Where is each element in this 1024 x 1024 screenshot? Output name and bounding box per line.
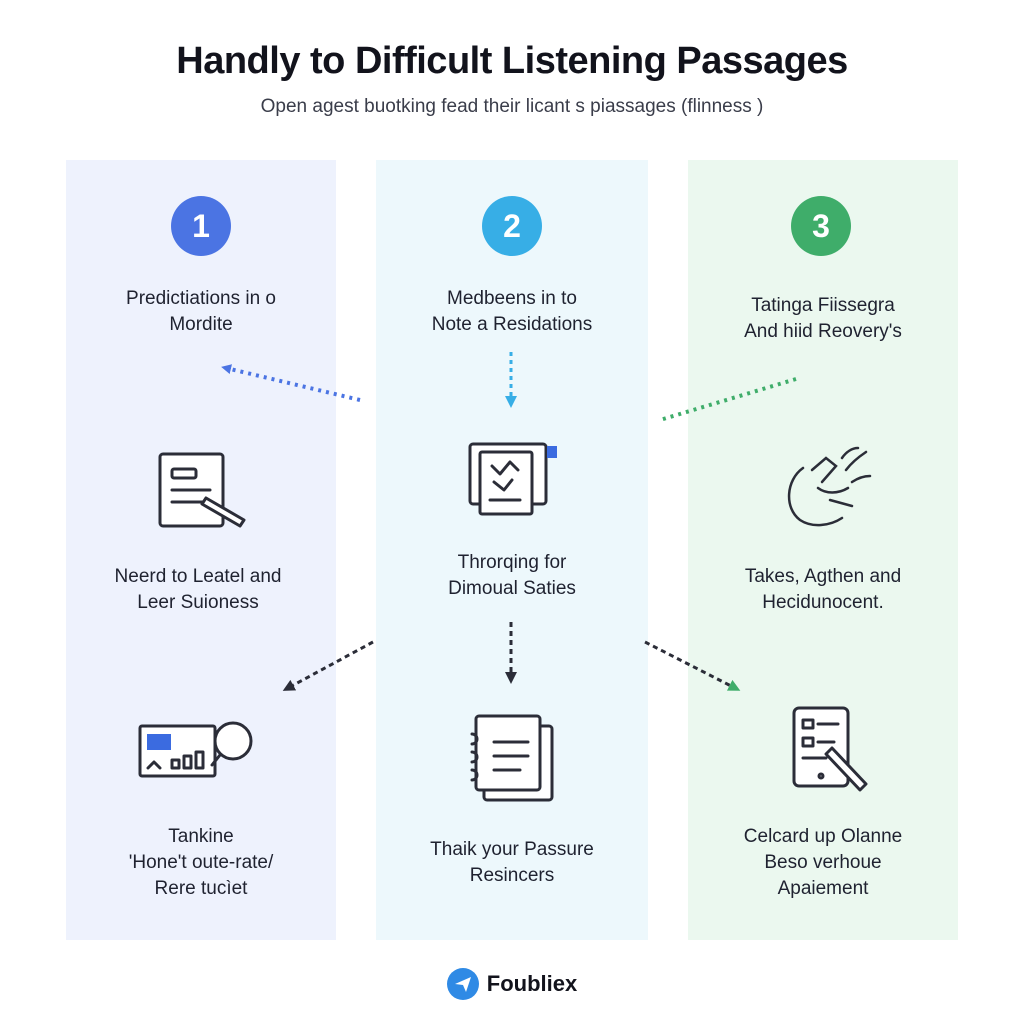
sketch-hand-icon bbox=[787, 446, 872, 527]
document-pen-icon bbox=[158, 452, 246, 528]
step-1-bottom-text: Tankine 'Hone't oute-rate/ Rere tucìet bbox=[128, 826, 274, 899]
arrow-to-bottom-3 bbox=[644, 640, 741, 691]
brand-name: Foubliex bbox=[486, 971, 578, 996]
step-3-bottom-text: Celcard up Olanne Beso verhoue Apaiement bbox=[743, 826, 903, 899]
step-1-title: Predictiations in o Mordite bbox=[126, 288, 276, 335]
step-1-middle-text: Neerd to Leatel and Leer Suioness bbox=[114, 566, 282, 613]
step-2-bottom-text: Thaik your Passure Resincers bbox=[430, 839, 594, 886]
notes-stack-icon bbox=[470, 714, 554, 802]
notebook-icon bbox=[468, 442, 557, 516]
column-2-panel bbox=[376, 160, 648, 940]
tablet-pen-icon bbox=[792, 706, 868, 792]
column-3-panel bbox=[688, 160, 958, 940]
step-2-badge: 2 bbox=[482, 196, 542, 256]
step-3-badge: 3 bbox=[791, 196, 851, 256]
arrow-to-step-1 bbox=[221, 364, 361, 402]
step-2-title: Medbeens in to Note a Residations bbox=[431, 288, 593, 335]
column-1-panel bbox=[66, 160, 336, 940]
page-title: Handly to Difficult Listening Passages bbox=[176, 40, 848, 82]
plane-logo-icon bbox=[446, 968, 479, 1000]
page-subtitle: Open agest buotking fead their licant s … bbox=[260, 96, 764, 117]
footer: Foubliex bbox=[0, 968, 1024, 1000]
arrow-from-step-3 bbox=[659, 377, 797, 422]
step-3-middle-text: Takes, Agthen and Hecidunocent. bbox=[744, 566, 902, 613]
chart-magnifier-icon bbox=[138, 721, 253, 778]
arrow-to-bottom-1 bbox=[282, 640, 374, 691]
step-3-title: Tatinga Fiissegra And hiid Reovery's bbox=[744, 295, 902, 342]
step-2-middle-text: Throrqing for Dimoual Saties bbox=[448, 552, 576, 599]
step-1-badge: 1 bbox=[171, 196, 231, 256]
